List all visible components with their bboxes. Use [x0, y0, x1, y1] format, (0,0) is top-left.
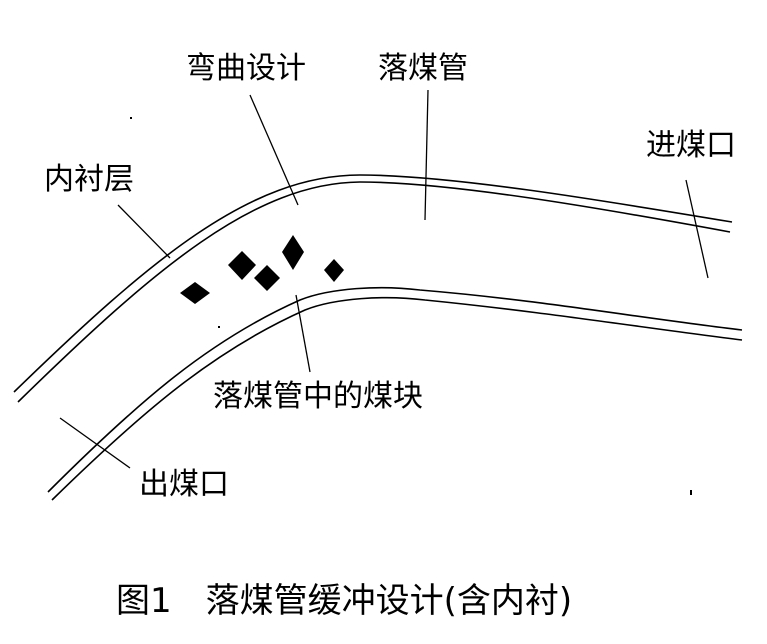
scan-dot — [130, 117, 132, 119]
leader-coal — [295, 294, 311, 373]
label-lining: 内衬层 — [44, 162, 134, 197]
scan-dot — [218, 326, 220, 328]
scan-dot — [690, 490, 692, 495]
coal-block — [254, 265, 280, 291]
leader-inlet — [685, 179, 709, 279]
figure-caption: 图1 落煤管缓冲设计(含内衬) — [116, 581, 572, 621]
leader-outlet — [59, 417, 131, 469]
label-chute: 落煤管 — [378, 51, 468, 86]
lower-wall-inner — [51, 296, 743, 501]
coal-block — [180, 282, 210, 304]
lower-wall-outer — [47, 286, 743, 493]
label-coal-in-chute: 落煤管中的煤块 — [213, 379, 423, 414]
label-outlet: 出煤口 — [139, 467, 229, 502]
upper-wall-outer — [13, 174, 733, 393]
label-inlet: 进煤口 — [646, 128, 736, 163]
leader-chute — [424, 89, 429, 221]
coal-block — [228, 251, 256, 280]
leader-lining — [117, 204, 171, 259]
leader-bend-design — [249, 94, 299, 206]
label-bend-design: 弯曲设计 — [186, 51, 306, 86]
upper-wall-inner — [17, 181, 731, 403]
coal-block — [282, 235, 304, 270]
coal-block — [324, 259, 344, 282]
